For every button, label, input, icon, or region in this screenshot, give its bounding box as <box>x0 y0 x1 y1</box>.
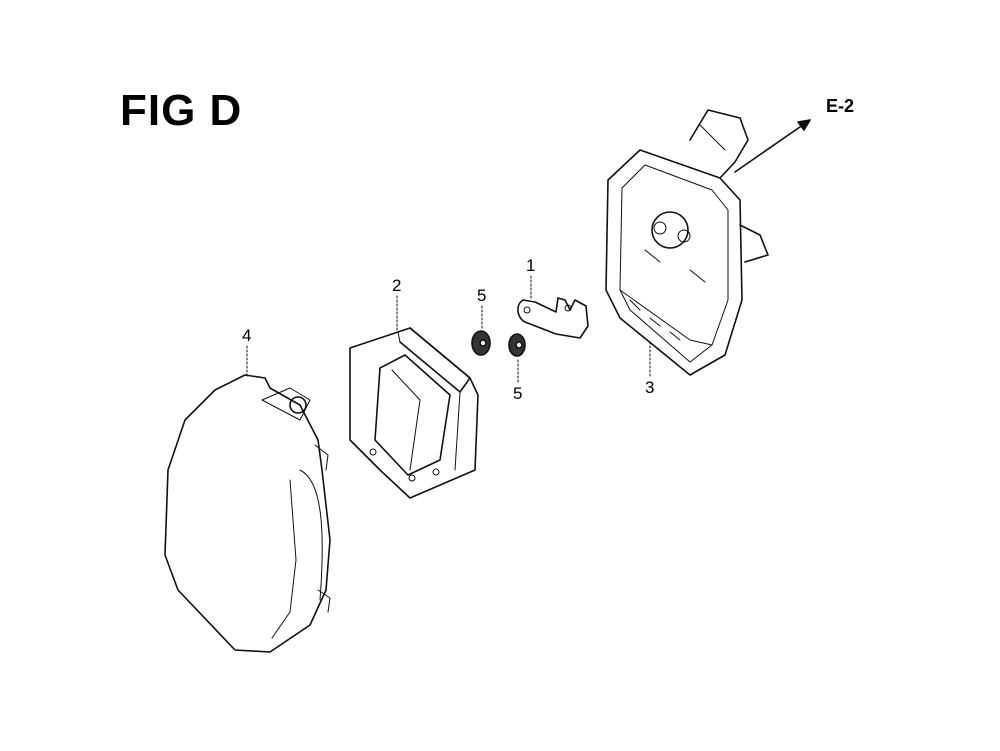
callout-3: 3 <box>645 378 655 397</box>
leader-lines <box>246 275 651 383</box>
part-5-nut-lower <box>508 333 526 357</box>
callout-5-upper: 5 <box>477 286 487 305</box>
part-2-filter <box>349 327 479 499</box>
callout-1: 1 <box>526 256 536 275</box>
part-4-cover <box>164 374 331 653</box>
part-1-lever <box>517 297 589 339</box>
callout-5-lower: 5 <box>513 384 523 403</box>
part-5-nut-upper <box>471 330 491 356</box>
reference-arrow <box>734 119 811 173</box>
reference-label: E-2 <box>826 96 855 116</box>
part-3-case <box>605 109 769 376</box>
figure-title: FIG D <box>120 86 243 135</box>
callout-4: 4 <box>242 326 252 345</box>
callout-2: 2 <box>392 276 402 295</box>
